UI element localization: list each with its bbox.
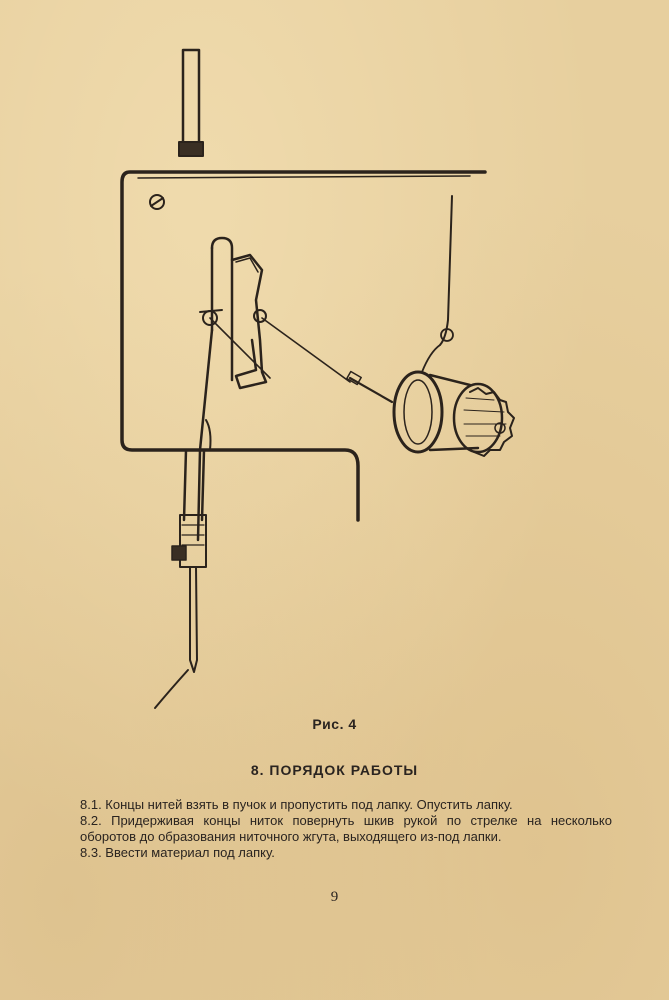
thread-line <box>209 317 351 383</box>
handwheel <box>392 370 515 457</box>
machine-plate <box>120 170 487 522</box>
paragraph-8-2: 8.2. Придерживая концы ниток повернуть ш… <box>80 813 612 844</box>
figure-caption: Рис. 4 <box>312 716 357 732</box>
screw-icon <box>149 194 165 210</box>
thread-guide <box>199 236 268 390</box>
needle-bar <box>154 328 214 709</box>
page-number: 9 <box>330 889 339 905</box>
spool-pin <box>178 48 204 157</box>
thread <box>439 195 453 346</box>
sewing-machine-illustration <box>120 48 515 709</box>
paragraph-8-1: 8.1. Концы нитей взять в пучок и пропуст… <box>80 797 513 812</box>
paragraph-8-3: 8.3. Ввести материал под лапку. <box>80 845 275 860</box>
section-body: 8.1. Концы нитей взять в пучок и пропуст… <box>80 797 612 861</box>
section-heading: 8. ПОРЯДОК РАБОТЫ <box>250 762 419 778</box>
